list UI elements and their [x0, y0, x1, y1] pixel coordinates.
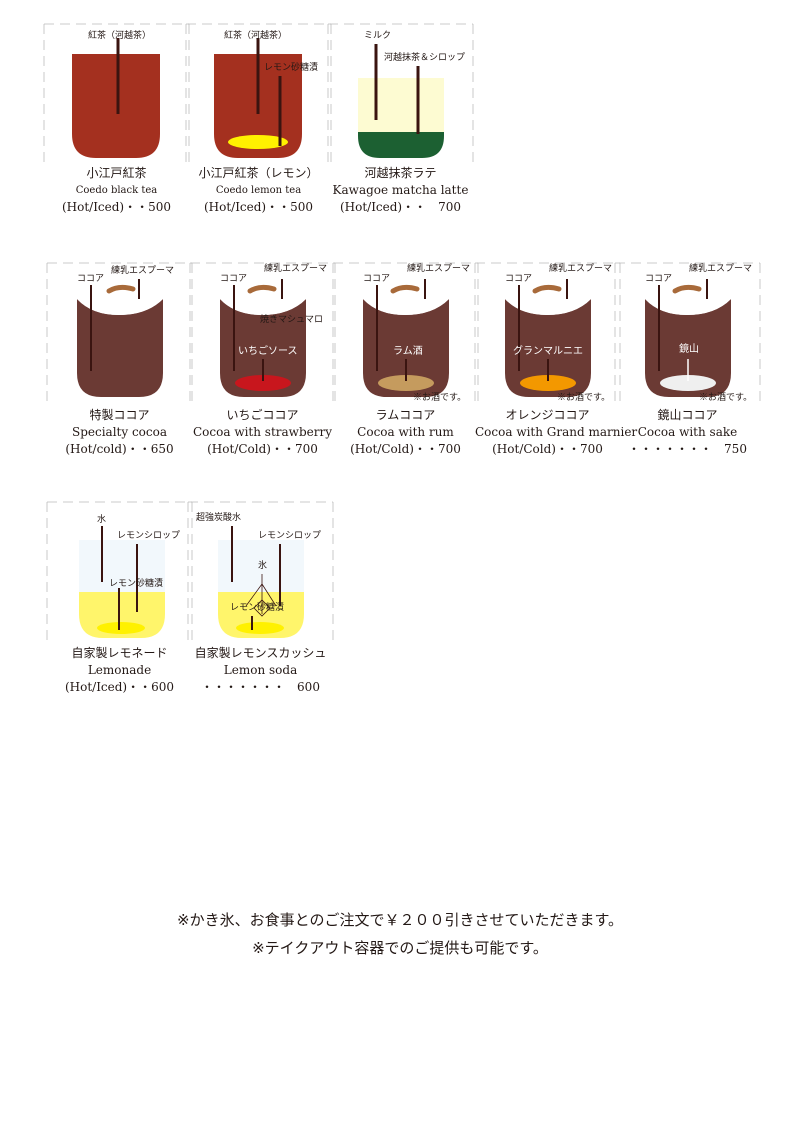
lemonade-cup-illustration [46, 501, 193, 642]
item-name-en: Specialty cocoa [71, 425, 167, 439]
item-name-jp: 鏡山ココア [657, 408, 718, 422]
ice-label: 氷 [258, 561, 268, 571]
item-price: (Hot/Cold)・・700 [350, 442, 461, 456]
sparkling-water-label: 超強炭酸水 [196, 513, 242, 523]
item-caption: いちごココア Cocoa with strawberry (Hot/Cold)・… [190, 407, 335, 458]
item-price: (Hot/Iced)・・500 [203, 200, 314, 214]
cocoa-label: ココア [220, 274, 248, 284]
item-price: (Hot/cold)・・650 [65, 442, 174, 456]
item-price: ・・・・・・・ 600 [201, 680, 320, 694]
kagamiyama-sake-label: 鏡山 [679, 344, 699, 355]
black-tea-label: 紅茶（河越茶） [88, 31, 152, 41]
menu-item-lemon-soda: 超強炭酸水 レモンシロップ 氷 レモン砂糖漬 自家製レモンスカッシュ Lemon… [187, 501, 334, 697]
item-caption: 小江戸紅茶（レモン） Coedo lemon tea (Hot/Iced)・・5… [186, 165, 331, 216]
item-caption: 自家製レモネード Lemonade (Hot/Iced)・・600 [47, 645, 192, 696]
item-caption: ラムココア Cocoa with rum (Hot/Cold)・・700 [333, 407, 478, 458]
lemon-soda-cup-illustration [187, 501, 334, 642]
grand-marnier-label: グランマルニエ [513, 346, 583, 357]
sake-cocoa-cup-illustration [614, 262, 761, 403]
item-name-en: Kawagoe matcha latte [332, 183, 469, 197]
menu-item-strawberry-cocoa: ココア 練乳エスプーマ 焼きマシュマロ いちごソース いちごココア Cocoa … [189, 262, 336, 458]
item-name-en: Cocoa with strawberry [193, 425, 332, 439]
water-label: 水 [97, 515, 107, 525]
lemon-sugar-label: レモン砂糖漬 [230, 603, 285, 613]
alcohol-note: ※お酒です。 [557, 393, 611, 403]
condensed-milk-espuma-label: 練乳エスプーマ [407, 264, 471, 274]
cocoa-label: ココア [363, 274, 391, 284]
menu-item-orange-cocoa: ココア 練乳エスプーマ グランマルニエ ※お酒です。 オレンジココア Cocoa… [474, 262, 638, 458]
discount-note: ※かき氷、お食事とのご注文で￥２００引きさせていただきます。 [177, 911, 623, 929]
menu-item-rum-cocoa: ココア 練乳エスプーマ ラム酒 ※お酒です。 ラムココア Cocoa with … [332, 262, 479, 458]
condensed-milk-espuma-label: 練乳エスプーマ [549, 264, 613, 274]
item-name-jp: 自家製レモンスカッシュ [194, 646, 327, 660]
item-price: (Hot/Cold)・・700 [207, 442, 318, 456]
item-caption: 河越抹茶ラテ Kawagoe matcha latte (Hot/Iced)・・… [328, 165, 473, 216]
alcohol-note: ※お酒です。 [413, 393, 467, 403]
item-name-en: Cocoa with rum [357, 425, 454, 439]
item-name-en: Coedo black tea [75, 185, 158, 196]
item-name-jp: ラムココア [375, 408, 436, 422]
specialty-cocoa-cup-illustration [46, 262, 193, 403]
lemon-syrup-label: レモンシロップ [258, 531, 322, 541]
item-price: (Hot/Iced)・・600 [64, 680, 175, 694]
condensed-milk-espuma-label: 練乳エスプーマ [689, 264, 753, 274]
menu-item-lemonade: 水 レモンシロップ レモン砂糖漬 自家製レモネード Lemonade (Hot/… [46, 501, 193, 697]
item-name-jp: 小江戸紅茶（レモン） [198, 166, 319, 180]
condensed-milk-espuma-label: 練乳エスプーマ [264, 264, 328, 274]
alcohol-note: ※お酒です。 [699, 393, 753, 403]
menu-item-coedo-lemon-tea: 紅茶（河越茶） レモン砂糖漬 小江戸紅茶（レモン） Coedo lemon te… [185, 23, 332, 216]
lemon-sugar-label: レモン砂糖漬 [264, 63, 319, 73]
item-price: ・・・・・・・ 750 [628, 442, 747, 456]
black-tea-cup-illustration [43, 23, 190, 164]
cocoa-label: ココア [77, 274, 105, 284]
item-name-en: Cocoa with sake [637, 425, 738, 439]
item-name-jp: 河越抹茶ラテ [364, 166, 437, 180]
black-tea-label: 紅茶（河越茶） [224, 31, 288, 41]
item-name-en: Lemon soda [223, 663, 298, 677]
item-price: (Hot/Iced)・・500 [61, 200, 172, 214]
lemon-sugar-label: レモン砂糖漬 [109, 579, 164, 589]
item-name-jp: 特製ココア [89, 408, 150, 422]
item-name-en: Coedo lemon tea [215, 185, 302, 196]
cocoa-label: ココア [645, 274, 673, 284]
rum-cocoa-cup-illustration [332, 262, 479, 403]
item-name-en: Cocoa with Grand marnier [475, 425, 638, 439]
takeout-note: ※テイクアウト容器でのご提供も可能です。 [252, 939, 548, 957]
lemon-tea-cup-illustration [185, 23, 332, 164]
item-caption: 小江戸紅茶 Coedo black tea (Hot/Iced)・・500 [44, 165, 189, 216]
menu-item-coedo-black-tea: 紅茶（河越茶） 小江戸紅茶 Coedo black tea (Hot/Iced)… [43, 23, 190, 216]
footer-notes: ※かき氷、お食事とのご注文で￥２００引きさせていただきます。 ※テイクアウト容器… [0, 906, 800, 962]
item-caption: 鏡山ココア Cocoa with sake ・・・・・・・ 750 [615, 407, 760, 458]
item-caption: 自家製レモンスカッシュ Lemon soda ・・・・・・・ 600 [188, 645, 333, 696]
item-caption: 特製ココア Specialty cocoa (Hot/cold)・・650 [47, 407, 192, 458]
item-caption: オレンジココア Cocoa with Grand marnier (Hot/Co… [475, 407, 638, 458]
orange-cocoa-cup-illustration [474, 262, 621, 403]
item-name-jp: 自家製レモネード [71, 646, 168, 660]
item-name-en: Lemonade [87, 663, 152, 677]
item-name-jp: 小江戸紅茶 [86, 166, 147, 180]
cocoa-label: ココア [505, 274, 533, 284]
strawberry-sauce-label: いちごソース [238, 346, 298, 357]
menu-item-specialty-cocoa: ココア 練乳エスプーマ 特製ココア Specialty cocoa (Hot/c… [46, 262, 193, 458]
item-name-jp: いちごココア [226, 408, 299, 422]
rum-label: ラム酒 [393, 346, 423, 357]
item-price: (Hot/Iced)・・ 700 [339, 200, 462, 214]
matcha-syrup-label: 河越抹茶＆シロップ [384, 53, 466, 63]
toasted-marshmallow-label: 焼きマシュマロ [260, 315, 324, 325]
strawberry-cocoa-cup-illustration [189, 262, 336, 403]
item-name-jp: オレンジココア [505, 408, 590, 422]
menu-item-sake-cocoa: ココア 練乳エスプーマ 鏡山 ※お酒です。 鏡山ココア Cocoa with s… [614, 262, 761, 458]
lemon-syrup-label: レモンシロップ [117, 531, 181, 541]
condensed-milk-espuma-label: 練乳エスプーマ [111, 266, 175, 276]
matcha-latte-cup-illustration [327, 23, 474, 164]
menu-item-kawagoe-matcha-latte: ミルク 河越抹茶＆シロップ 河越抹茶ラテ Kawagoe matcha latt… [327, 23, 474, 216]
milk-label: ミルク [364, 31, 392, 41]
item-price: (Hot/Cold)・・700 [492, 442, 603, 456]
